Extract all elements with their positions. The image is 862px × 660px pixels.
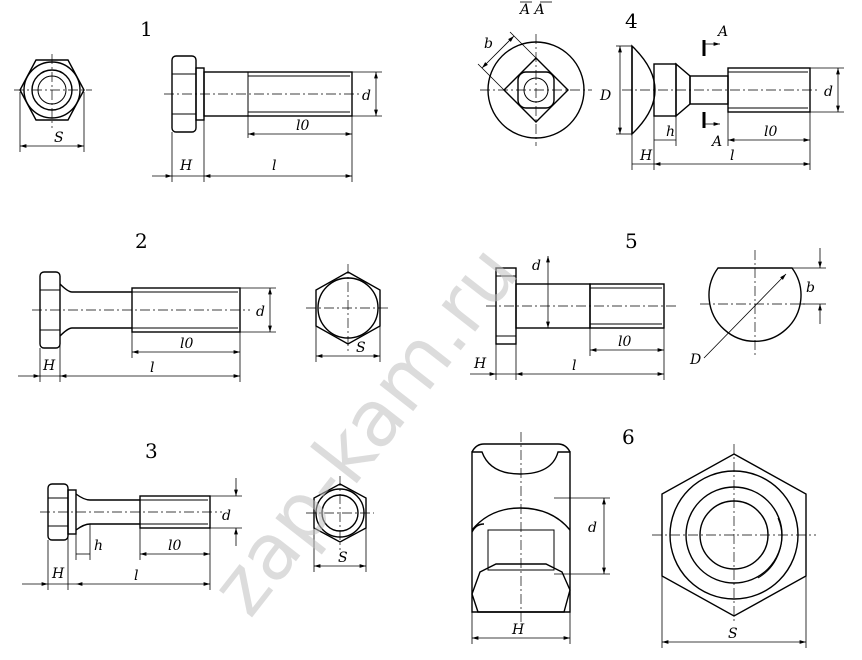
- figure-number-6: 6: [622, 425, 635, 449]
- watermark: zap-kam.ru: [194, 229, 536, 631]
- fig3-dim-l0: l0: [168, 538, 181, 554]
- fig2-dim-l: l: [150, 360, 154, 376]
- fig3-dim-l: l: [134, 568, 138, 584]
- figure-5-bolt: d l0 H l b D: [470, 248, 826, 380]
- fig4-dim-d: d: [824, 84, 833, 100]
- fig1-dim-l0: l0: [296, 118, 309, 134]
- fig5-dim-l0: l0: [618, 334, 631, 350]
- fig4-dim-D: D: [599, 88, 611, 104]
- fig6-dim-H: H: [511, 622, 525, 638]
- section-label: A A: [518, 2, 545, 18]
- dim-S: S: [54, 130, 64, 146]
- figure-number-3: 3: [145, 439, 158, 463]
- figure-3-end-view: S: [306, 476, 374, 572]
- fig2-dim-d: d: [256, 304, 265, 320]
- fig1-dim-H: H: [179, 158, 193, 174]
- figure-1-end-view: S: [14, 54, 92, 152]
- figure-number-4: 4: [625, 9, 638, 33]
- fig3-dim-d: d: [222, 508, 231, 524]
- figure-6-side-view: d H: [471, 432, 610, 644]
- figure-5-side-view: d l0 H l: [470, 255, 676, 380]
- figure-6-nut: d H S: [471, 432, 816, 648]
- fig3-dim-H: H: [51, 566, 65, 582]
- fig4-dim-b: b: [484, 36, 493, 52]
- fig5-dim-b: b: [806, 280, 815, 296]
- figure-number-2: 2: [135, 229, 148, 253]
- fig1-dim-d: d: [362, 88, 371, 104]
- fig5-dim-l: l: [572, 358, 576, 374]
- fig3-dim-S: S: [338, 550, 348, 566]
- figure-number-1: 1: [140, 17, 153, 41]
- fig6-dim-S: S: [728, 626, 738, 642]
- fig4-dim-h: h: [666, 124, 675, 140]
- fig6-dim-d: d: [588, 520, 597, 536]
- figure-3-bolt: d h l0 H l S: [22, 476, 374, 590]
- figure-2-bolt: d l0 H l S: [18, 264, 390, 382]
- fig5-dim-D: D: [689, 352, 701, 368]
- fig1-dim-l: l: [272, 158, 276, 174]
- figure-4-bolt: A A b A: [477, 1, 844, 170]
- figure-1-side-view: d l0 H l: [152, 55, 382, 182]
- fig2-dim-l0: l0: [180, 336, 193, 352]
- figure-1-bolt: S d l0: [14, 54, 382, 182]
- figure-6-end-view: S: [652, 444, 816, 648]
- figure-3-side-view: d h l0 H l: [22, 478, 242, 590]
- figure-4-section-view: A A b: [477, 1, 592, 146]
- fig4-dim-H: H: [639, 148, 653, 164]
- figure-2-end-view: S: [306, 264, 390, 362]
- fig4-section-mark-bottom: A: [710, 134, 722, 150]
- figure-number-5: 5: [625, 229, 638, 253]
- fig4-section-mark-top: A: [716, 24, 728, 40]
- fig4-dim-l: l: [730, 148, 734, 164]
- fig5-dim-d: d: [532, 258, 541, 274]
- fig2-dim-H: H: [42, 358, 56, 374]
- figure-2-side-view: d l0 H l: [18, 271, 276, 382]
- figure-5-end-view: b D: [689, 248, 826, 368]
- fig2-dim-S: S: [356, 340, 366, 356]
- fig5-dim-H: H: [473, 356, 487, 372]
- figure-4-side-view: A A D d h l0: [599, 24, 844, 170]
- fig4-dim-l0: l0: [764, 124, 777, 140]
- fig3-dim-h: h: [94, 538, 103, 554]
